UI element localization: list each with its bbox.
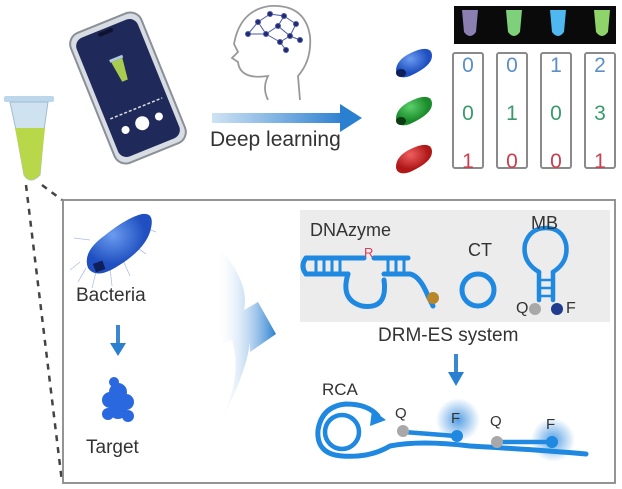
rca-quencher-2-label: Q [490, 413, 502, 430]
mb-quencher-label: Q [516, 300, 529, 317]
mb-quencher-dot [529, 303, 541, 315]
result-value-red-1: 1 [462, 150, 474, 173]
result-column-2 [496, 52, 528, 169]
result-column-1 [452, 52, 484, 169]
big-process-arrow [216, 245, 276, 430]
result-column-3 [540, 52, 572, 169]
deep-learning-arrow [212, 104, 362, 132]
tube-photo-4 [594, 10, 610, 36]
deep-learning-label: Deep learning [210, 128, 341, 151]
ct-label: CT [468, 240, 492, 260]
result-value-blue-2: 0 [506, 54, 518, 77]
result-value-green-1: 0 [462, 102, 474, 125]
rca-product-icon [315, 398, 589, 462]
tube-photo-1 [462, 10, 478, 36]
detail-panel-border [62, 199, 616, 484]
target-label: Target [86, 437, 139, 458]
bacteria-green-icon [395, 96, 432, 126]
zoom-dashed-lines [24, 184, 64, 483]
dnazyme-label: DNAzyme [310, 220, 392, 240]
rca-label: RCA [322, 380, 358, 399]
drm-es-system-label: DRM-ES system [378, 325, 519, 346]
drm-to-rca-arrow [448, 354, 464, 386]
target-protein-icon [102, 377, 134, 422]
result-value-red-4: 1 [594, 150, 606, 173]
mb-fluorophore-dot [551, 303, 563, 315]
result-value-green-4: 3 [594, 102, 606, 125]
bacteria-blue-icon [395, 48, 432, 78]
bacteria-to-target-arrow [110, 325, 126, 356]
result-value-blue-3: 1 [550, 54, 562, 77]
smartphone-icon [69, 11, 187, 165]
tube-photo-2 [506, 10, 522, 36]
dnazyme-r-label: R [364, 245, 374, 260]
dnazyme-end-dot [427, 292, 439, 304]
bacteria-red-icon [395, 144, 432, 174]
ct-circle-icon [459, 271, 497, 309]
tube-photo-strip [454, 6, 616, 44]
sample-tube-icon [4, 96, 54, 181]
bacteria-label: Bacteria [76, 285, 146, 306]
rca-fluorophore-2-label: F [546, 416, 556, 433]
result-value-green-2: 1 [506, 102, 518, 125]
mb-label: MB [531, 213, 558, 233]
result-value-green-3: 0 [550, 102, 562, 125]
tube-photo-3 [550, 10, 566, 36]
rca-quencher-1-label: Q [395, 405, 407, 422]
result-value-blue-4: 2 [594, 54, 606, 77]
result-value-blue-1: 0 [462, 54, 474, 77]
result-value-red-2: 0 [506, 150, 518, 173]
result-value-red-3: 0 [550, 150, 562, 173]
mb-fluorophore-label: F [566, 300, 576, 317]
result-column-4 [584, 52, 616, 169]
brain-network-icon [230, 5, 312, 101]
rca-fluorophore-1-label: F [451, 410, 461, 427]
mb-hairpin-icon [522, 225, 569, 303]
bacteria-detail-icon [69, 213, 157, 289]
